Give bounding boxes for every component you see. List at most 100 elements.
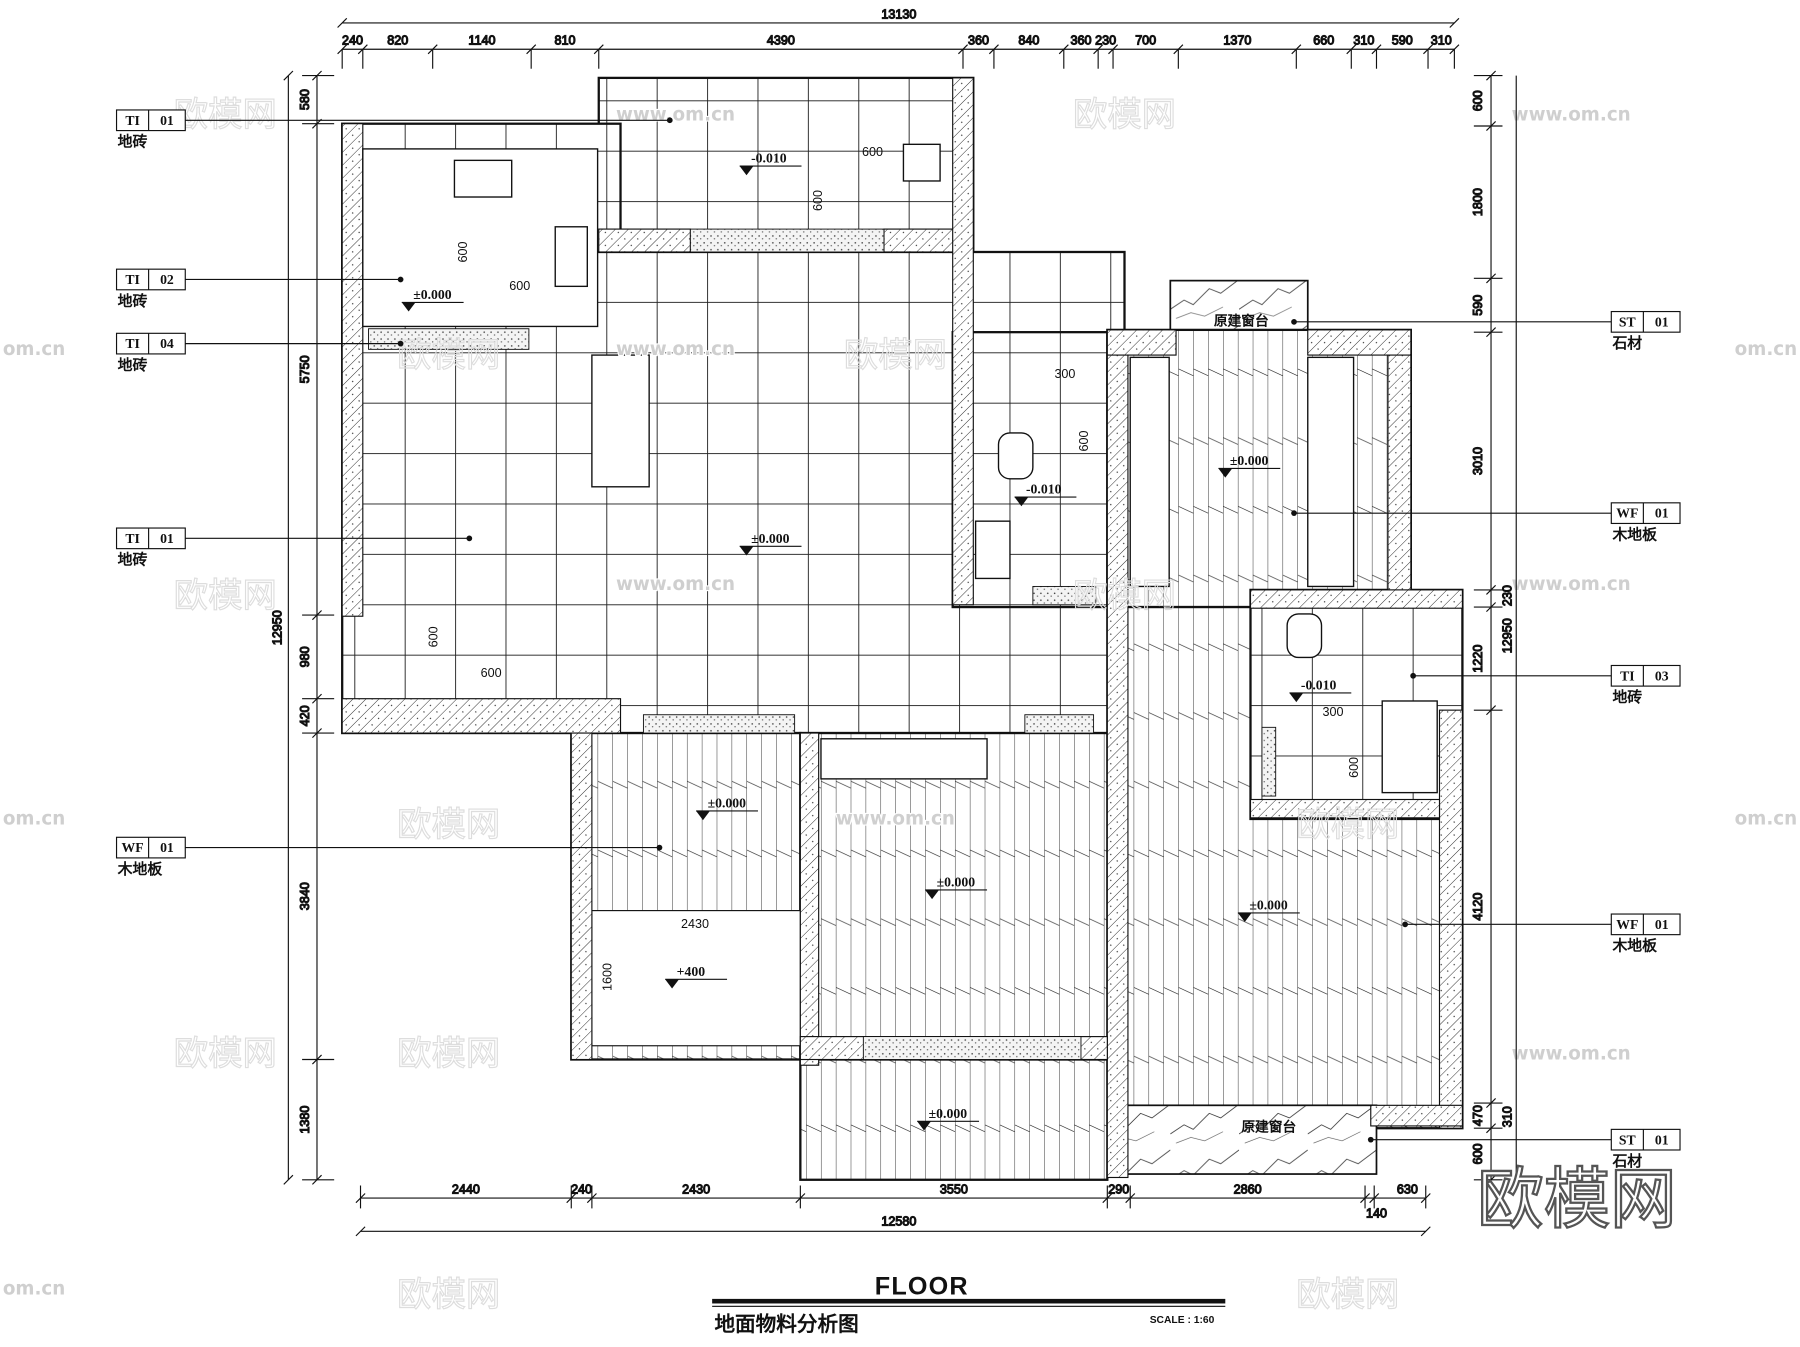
fixtures: [362, 143, 1438, 794]
elevation-marker: +400: [665, 964, 728, 989]
dim-top: 310: [1431, 34, 1452, 48]
balcony-bottom-wood: [799, 1058, 1109, 1181]
dim-bottom: 240: [571, 1183, 592, 1197]
elevation-value: ±0.000: [413, 287, 452, 302]
dim-top: 360: [1070, 34, 1091, 48]
tag-material: 地砖: [118, 551, 148, 569]
tag-number: 01: [1655, 314, 1669, 329]
tag-number: 01: [1655, 1132, 1669, 1147]
tag-number: 01: [160, 840, 174, 855]
dim-left: 580: [298, 89, 312, 110]
tag-number: 03: [1655, 668, 1669, 683]
watermark-logo: 欧模网: [1073, 95, 1176, 135]
window-sill-bottom-stone: [1123, 1104, 1378, 1175]
dim-right-outer: 230: [1501, 585, 1515, 606]
elevation-value: ±0.000: [1249, 897, 1288, 912]
tag-material: 木地板: [1611, 937, 1657, 955]
dim-top: 240: [342, 34, 363, 48]
dim-right: 1220: [1471, 645, 1485, 673]
elevation-marker: ±0.000: [739, 531, 802, 556]
title-block: FLOOR 地面物料分析图 SCALE : 1:60: [712, 1272, 1226, 1336]
elevation-marker: ±0.000: [925, 875, 988, 900]
tag-code: WF: [122, 840, 144, 855]
dim-top: 820: [387, 34, 408, 48]
tag-number: 02: [160, 272, 174, 287]
watermark-logo: 欧模网: [1296, 1275, 1399, 1315]
elevation-value: -0.010: [1026, 482, 1062, 497]
kitchen-sink-icon: [453, 159, 513, 198]
tag-code: TI: [1620, 668, 1635, 683]
dim-bottom: 3550: [940, 1183, 968, 1197]
dim-bottom-total: 12580: [881, 1215, 916, 1229]
material-tag[interactable]: TI 01 地砖: [115, 109, 673, 151]
dim-left: 1380: [298, 1106, 312, 1134]
tag-material: 木地板: [1611, 525, 1657, 543]
watermark-logo: 欧模网: [174, 576, 277, 616]
title-scale: SCALE : 1:60: [1150, 1315, 1215, 1326]
dim-top: 360: [968, 34, 989, 48]
dim-bottom: 2430: [682, 1183, 710, 1197]
tag-number: 01: [1655, 506, 1669, 521]
inner-dimension: 600: [426, 626, 440, 647]
tag-number: 01: [160, 113, 174, 128]
basin-icon: [902, 143, 941, 182]
dim-top: 810: [554, 34, 575, 48]
dim-top: 700: [1135, 34, 1156, 48]
tag-code: WF: [1616, 917, 1638, 932]
elevation-value: ±0.000: [929, 1106, 968, 1121]
dim-top: 310: [1353, 34, 1374, 48]
toilet-icon: [997, 432, 1034, 480]
tag-code: TI: [125, 113, 140, 128]
dim-left: 5750: [298, 355, 312, 383]
dim-left: 420: [298, 705, 312, 726]
material-tag[interactable]: WF 01 木地板: [115, 836, 663, 878]
inner-dimension: 600: [862, 145, 883, 159]
elevation-marker: ±0.000: [1218, 453, 1281, 478]
tag-code: WF: [1616, 506, 1638, 521]
elevation-markers: -0.010±0.000±0.000-0.010±0.000-0.010±0.0…: [401, 151, 1352, 1136]
dim-right: 600: [1471, 1143, 1485, 1164]
tag-code: TI: [125, 531, 140, 546]
material-tag[interactable]: WF 01 木地板: [1291, 502, 1681, 544]
dim-top: 1370: [1223, 34, 1251, 48]
wardrobe-left: [1129, 356, 1170, 588]
stove-icon: [554, 226, 588, 288]
elevation-value: ±0.000: [1230, 453, 1269, 468]
dim-right: 590: [1471, 295, 1485, 316]
tag-material: 木地板: [117, 860, 163, 878]
dim-right: 470: [1471, 1105, 1485, 1126]
dim-bottom: 140: [1366, 1207, 1387, 1221]
watermark-url: om.cn: [3, 339, 66, 360]
dim-right: 3010: [1471, 447, 1485, 475]
watermark-url: www.om.cn: [1512, 1044, 1631, 1065]
inner-dimension: 600: [1347, 757, 1361, 778]
dim-top: 840: [1018, 34, 1039, 48]
dim-left-total: 12950: [270, 610, 284, 645]
dim-right: 4120: [1471, 893, 1485, 921]
dim-top: 4390: [767, 34, 795, 48]
dim-bottom: 630: [1397, 1183, 1418, 1197]
watermark-url: om.cn: [3, 809, 66, 830]
door-thresholds: [368, 228, 1277, 1060]
tag-material: 地砖: [118, 133, 148, 151]
dim-top: 230: [1095, 34, 1116, 48]
elevation-marker: ±0.000: [1237, 897, 1300, 923]
tag-material: 石材: [1611, 334, 1642, 352]
title-heading: FLOOR: [875, 1272, 969, 1300]
inner-dimension: 600: [509, 279, 530, 293]
watermark-url: www.om.cn: [1512, 104, 1631, 125]
elevation-marker: -0.010: [739, 151, 802, 176]
watermark-url: om.cn: [1735, 809, 1798, 830]
tag-material: 地砖: [118, 356, 148, 374]
wardrobe-middle: [820, 738, 988, 780]
